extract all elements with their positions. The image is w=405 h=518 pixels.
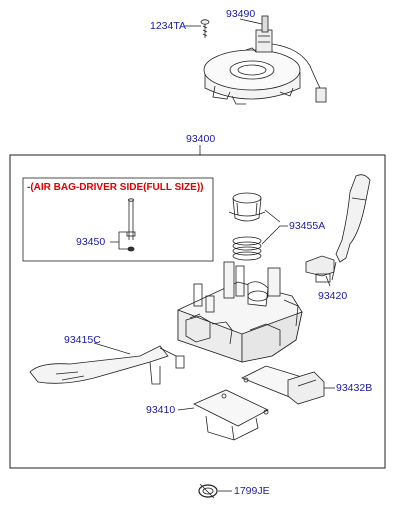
label-93490: 93490 xyxy=(226,8,256,20)
housing-drawing xyxy=(177,261,303,363)
plate-drawing xyxy=(177,389,269,441)
label-93432B: 93432B xyxy=(336,382,373,394)
spring-drawing xyxy=(232,236,262,261)
switch-lever-drawing xyxy=(305,174,371,287)
screw-drawing xyxy=(185,19,210,38)
label-93400: 93400 xyxy=(186,133,216,145)
lever-drawing xyxy=(29,342,185,385)
label-93415C: 93415C xyxy=(64,334,101,346)
assembly-frame xyxy=(9,154,386,469)
label-93420: 93420 xyxy=(318,290,348,302)
clock-spring-drawing xyxy=(203,15,327,105)
label-1799JE: 1799JE xyxy=(234,485,270,497)
airbag-note: -(AIR BAG-DRIVER SIDE(FULL SIZE)) xyxy=(27,182,204,193)
label-93410: 93410 xyxy=(146,404,176,416)
clip-drawing xyxy=(198,483,232,499)
airbag-note-box xyxy=(22,177,214,262)
label-93455A: 93455A xyxy=(289,220,326,232)
label-1234TA: 1234TA xyxy=(150,20,186,32)
pin-drawing xyxy=(110,198,136,252)
label-93450: 93450 xyxy=(76,236,106,248)
cap-drawing xyxy=(228,192,266,222)
cover-drawing xyxy=(241,365,335,405)
